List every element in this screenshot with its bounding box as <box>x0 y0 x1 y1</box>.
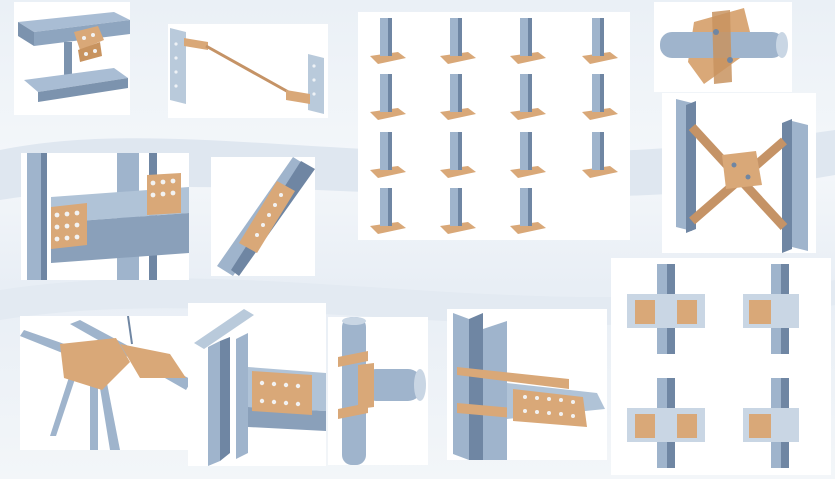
column-base-item <box>440 188 476 234</box>
bolt <box>160 179 166 185</box>
bolt <box>170 178 176 184</box>
x-bracing-gusset-icon <box>662 93 816 253</box>
column-base-item <box>510 18 546 64</box>
bolt <box>54 236 60 242</box>
column-base-item <box>440 18 476 64</box>
truss-node-gusset-icon <box>20 316 192 450</box>
haunched-moment-connection-icon <box>188 303 326 466</box>
column-base-item <box>582 74 618 120</box>
column-beam-end-plate-grid-icon <box>611 258 831 475</box>
column-base-item <box>370 74 406 120</box>
column-base-item <box>510 188 546 234</box>
connection-item <box>627 378 705 468</box>
tapered-haunch-connection-icon <box>447 309 607 460</box>
tube-branch-connection-icon <box>328 317 428 465</box>
bolt <box>74 234 80 240</box>
beam-to-column-end-plate-icon <box>21 153 189 280</box>
bolt <box>64 223 70 229</box>
bolt <box>74 222 80 228</box>
column-base-item <box>440 74 476 120</box>
bolted-flange-splice-icon <box>211 157 315 276</box>
bolt <box>170 190 176 196</box>
column-base-item <box>440 132 476 178</box>
column-base-item <box>370 188 406 234</box>
bolt <box>64 211 70 217</box>
bolt <box>74 210 80 216</box>
beam-splice-cleat-icon <box>14 2 130 115</box>
column-base-item <box>510 132 546 178</box>
connection-item <box>743 264 799 354</box>
pipe-gusset-connection-icon <box>654 2 792 92</box>
bolt <box>64 235 70 241</box>
bolt <box>54 212 60 218</box>
column-base-item <box>370 132 406 178</box>
bolt <box>54 224 60 230</box>
diagonal-brace-rod-icon <box>168 24 328 118</box>
column-base-item <box>582 132 618 178</box>
connection-item <box>743 378 799 468</box>
bolt <box>150 180 156 186</box>
column-base-item <box>370 18 406 64</box>
bolt <box>150 192 156 198</box>
bolt <box>160 191 166 197</box>
column-base-plate-grid-icon <box>358 12 630 240</box>
column-base-item <box>582 18 618 64</box>
column-base-item <box>510 74 546 120</box>
connection-item <box>627 264 705 354</box>
